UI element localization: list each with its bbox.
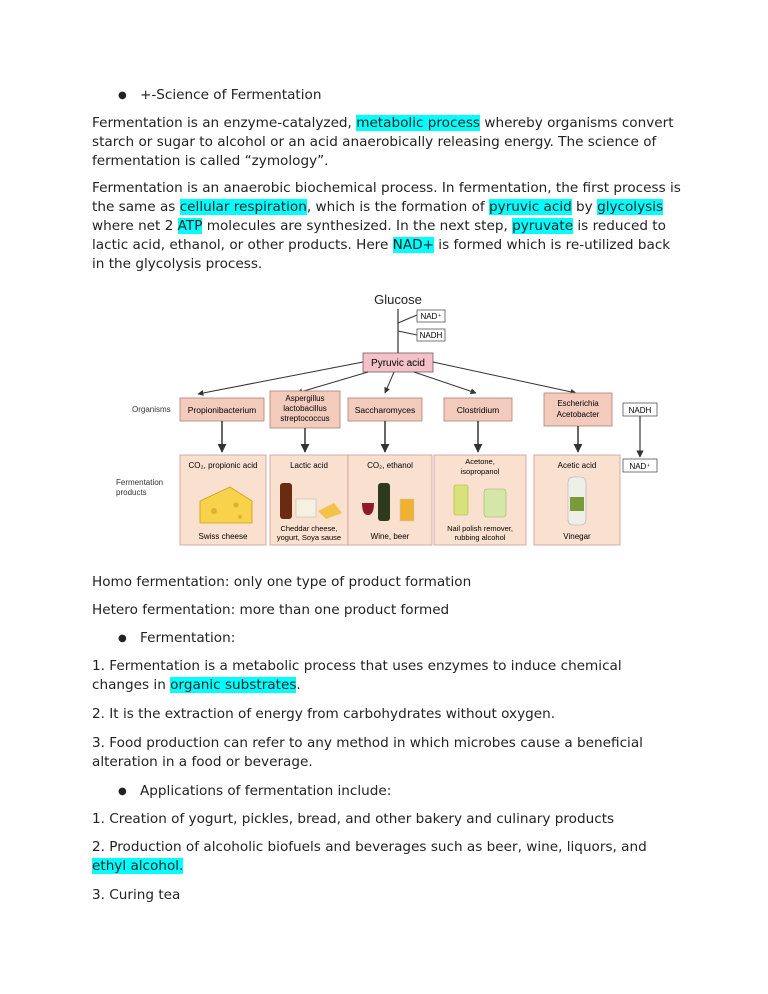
- highlight: NAD+: [392, 237, 434, 253]
- bullet-dot-icon: ●: [118, 633, 127, 644]
- organism-box: [543, 392, 613, 427]
- glucose-label: Glucose: [374, 292, 422, 307]
- list-item: 2. Production of alcoholic biofuels and …: [92, 839, 647, 874]
- homo-fermentation-line: Homo fermentation: only one type of prod…: [92, 574, 472, 590]
- products-row-label: products: [116, 488, 147, 497]
- organisms-row-label: Organisms: [132, 405, 171, 414]
- nad-side-label: NAD⁺: [629, 462, 650, 471]
- paragraph-definition: Fermentation is an enzyme-catalyzed, met…: [92, 115, 674, 169]
- cheese-hole: [211, 508, 217, 514]
- product-label: Acetic acid: [558, 461, 597, 470]
- nad-branch: [397, 314, 418, 324]
- list-item: 2. It is the extraction of energy from c…: [92, 706, 556, 722]
- bullet-text: Applications of fermentation include:: [140, 783, 392, 799]
- highlight: glycolysis: [597, 199, 664, 215]
- nadh-branch: [397, 330, 418, 336]
- food-label: Cheddar cheese,: [280, 524, 337, 533]
- cheese-hole: [233, 502, 239, 508]
- highlight: metabolic process: [356, 115, 481, 131]
- wine-glass-icon: [362, 503, 374, 515]
- product-label: Lactic acid: [290, 461, 328, 470]
- food-label: yogurt, Soya sause: [277, 533, 341, 542]
- organism-box: [269, 390, 341, 429]
- fermentation-diagram: Glucose NAD⁺ NADH Pyruvic acid Organisms…: [116, 292, 658, 546]
- nad-box: [416, 309, 446, 323]
- list-item: 1. Fermentation is a metabolic process t…: [92, 658, 622, 693]
- bullet-dot-icon: ●: [118, 90, 127, 101]
- highlight: organic substrates: [170, 677, 297, 693]
- arrow-to-org2: [296, 371, 369, 395]
- organism-label: Acetobacter: [557, 410, 600, 419]
- product-label: CO₂, ethanol: [367, 461, 413, 470]
- beer-glass-icon: [399, 498, 415, 522]
- product-label: CO₂, propionic acid: [189, 461, 258, 470]
- products-row-label: Fermentation: [116, 478, 163, 487]
- organism-label: Escherichia: [557, 399, 599, 408]
- organism-label: Saccharomyces: [355, 405, 415, 415]
- list-item: 1. Creation of yogurt, pickles, bread, a…: [92, 811, 615, 827]
- cheddar-icon: [318, 503, 342, 519]
- product-label: isopropanol: [461, 467, 500, 476]
- highlight: ATP: [177, 218, 203, 234]
- organism-label: Aspergillus: [285, 394, 324, 403]
- paragraph-process: Fermentation is an anaerobic biochemical…: [92, 180, 681, 272]
- highlight: pyruvate: [512, 218, 574, 234]
- food-label: rubbing alcohol: [455, 533, 506, 542]
- list-item: 3. Food production can refer to any meth…: [92, 735, 643, 770]
- bullet-text: +-Science of Fermentation: [140, 87, 322, 103]
- nad-side-box: [622, 458, 658, 473]
- organism-label: streptococcus: [280, 414, 329, 423]
- nadh-box: [416, 328, 446, 342]
- cheese-icon: [199, 486, 253, 524]
- arrow-to-org1: [197, 361, 364, 396]
- pyruvic-acid-label: Pyruvic acid: [371, 358, 425, 369]
- organism-label: Propionibacterium: [188, 405, 257, 415]
- bullet-text: Fermentation:: [140, 630, 236, 646]
- hetero-fermentation-line: Hetero fermentation: more than one produ…: [92, 602, 450, 618]
- arrow-to-org3: [384, 371, 395, 394]
- cheese-hole: [238, 515, 242, 519]
- product-panel: [433, 454, 527, 546]
- food-label: Swiss cheese: [199, 532, 248, 541]
- wine-bottle-icon: [378, 483, 390, 521]
- organism-label: lactobacillus: [283, 404, 327, 413]
- highlight: ethyl alcohol.: [92, 858, 184, 874]
- soy-bottle-icon: [280, 483, 292, 519]
- organism-label: Clostridium: [457, 405, 500, 415]
- bullet-dot-icon: ●: [118, 786, 127, 797]
- yogurt-cup-icon: [295, 498, 317, 518]
- rubbing-alcohol-icon: [483, 488, 507, 518]
- highlight: pyruvic acid: [489, 199, 572, 215]
- vinegar-label-icon: [570, 497, 584, 511]
- food-label: Wine, beer: [371, 532, 410, 541]
- highlight: cellular respiration: [179, 199, 307, 215]
- nail-polish-remover-icon: [453, 484, 469, 516]
- nadh-side-label: NADH: [629, 406, 652, 415]
- arrow-to-org5: [432, 361, 577, 395]
- food-label: Vinegar: [563, 532, 591, 541]
- list-item: 3. Curing tea: [92, 887, 181, 903]
- food-label: Nail polish remover,: [447, 524, 513, 533]
- nad-label: NAD⁺: [420, 312, 441, 321]
- product-label: Acetone,: [465, 457, 495, 466]
- nadh-label: NADH: [420, 331, 443, 340]
- arrow-to-org4: [413, 371, 477, 395]
